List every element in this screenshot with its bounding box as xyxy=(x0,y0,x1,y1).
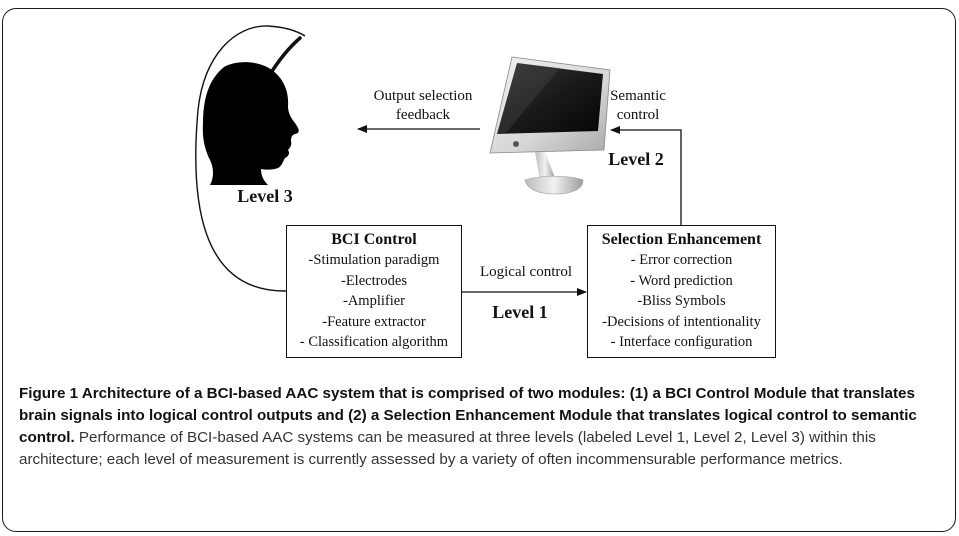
level3-label: Level 3 xyxy=(237,186,293,206)
selection-item: - Error correction xyxy=(630,252,733,268)
semantic-control-label: Semantic control xyxy=(598,87,678,125)
semantic-control-arrow xyxy=(610,126,682,225)
output-feedback-line2: feedback xyxy=(395,107,451,123)
selection-item: -Bliss Symbols xyxy=(637,293,726,309)
level2-label: Level 2 xyxy=(608,149,664,169)
monitor-icon xyxy=(489,56,611,195)
semantic-control-line2: control xyxy=(616,107,660,123)
selection-item: - Interface configuration xyxy=(610,334,753,350)
bci-control-box: BCI Control -Stimulation paradigm -Elect… xyxy=(286,225,462,358)
selection-enhancement-title: Selection Enhancement xyxy=(601,231,762,248)
bci-item: -Feature extractor xyxy=(322,313,426,330)
bci-item: -Electrodes xyxy=(340,272,408,289)
logical-control-label: Logical control xyxy=(479,264,573,280)
figure-caption: Figure 1 Architecture of a BCI-based AAC… xyxy=(19,383,939,471)
semantic-control-line1: Semantic xyxy=(610,88,666,104)
caption-text: Performance of BCI-based AAC systems can… xyxy=(19,429,876,468)
bci-item: -Amplifier xyxy=(342,293,405,309)
bci-control-title: BCI Control xyxy=(331,231,417,248)
bci-item: -Stimulation paradigm xyxy=(308,252,440,268)
caption-bold: Figure 1 Architecture of a BCI-based AAC… xyxy=(19,385,917,446)
level1-label: Level 1 xyxy=(492,302,548,322)
output-feedback-line1: Output selection xyxy=(373,88,473,104)
selection-item: - Word prediction xyxy=(630,272,733,289)
figure-frame xyxy=(2,8,956,532)
selection-enhancement-box: Selection Enhancement - Error correction… xyxy=(587,225,776,358)
feedback-loop-line xyxy=(195,25,306,292)
selection-item: -Decisions of intentionality xyxy=(602,313,761,330)
head-silhouette-icon xyxy=(202,36,302,186)
bci-item: - Classification algorithm xyxy=(299,334,449,350)
output-feedback-label: Output selection feedback xyxy=(366,87,480,125)
